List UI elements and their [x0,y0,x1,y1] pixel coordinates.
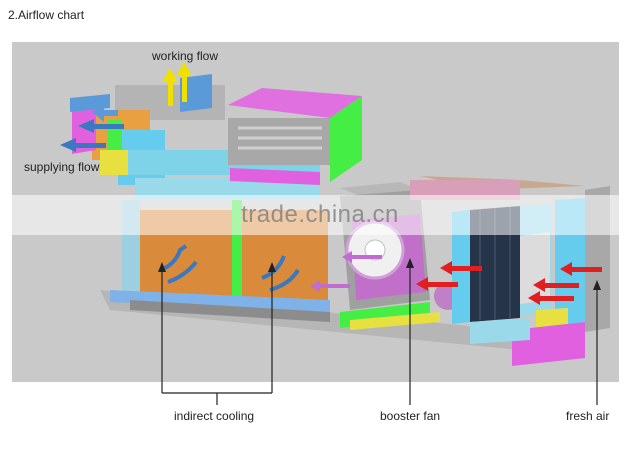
louver-panel [520,232,550,304]
module-base-strip [110,290,330,312]
fresh-air-arrow-6-head [342,251,352,263]
fresh-air-arrow-7-shaft [320,284,350,288]
fan-yellow-base [350,312,440,330]
watermark-band: trade.china.cn [0,195,640,235]
fresh-air-arrow-2-shaft [428,282,458,287]
supply-arrow-1-head [60,138,76,152]
fan-top [340,182,420,196]
upper-magenta-top [228,88,362,118]
fresh-air-arrow-1-shaft [452,266,482,271]
fresh-air-arrow-5-head [560,262,572,276]
fresh-air-arrow-7-head [310,280,320,292]
fresh-air-arrow-1-head [440,261,452,275]
booster-fan-leader-tip [406,258,414,268]
working-flow-arrow-2-head [176,62,192,76]
indirect-cooling-label: indirect cooling [174,409,255,423]
magenta-rail [230,168,320,185]
indirect-cooling-leader-tip-1 [158,262,166,272]
blue-outlet-panel [180,74,212,112]
working-flow-label: working flow [152,49,219,63]
working-flow-arrow-1-head [162,68,178,82]
fresh-air-arrow-6-shaft [352,255,382,259]
booster-fan-label: booster fan [380,409,441,423]
module-base-grey [130,300,330,322]
upper-green-side [330,96,362,182]
indirect-cooling-leader [161,268,273,405]
fresh-air-arrow-4-head [528,291,540,305]
page-title: 2.Airflow chart [8,8,85,22]
fresh-air-label: fresh air [566,409,610,423]
working-flow-arrow-1-shaft [168,80,173,106]
left-magenta-edge [72,104,96,154]
cyan-manifold-lower [135,178,320,200]
supply-arrow-1-shaft [74,143,106,148]
working-flow-arrow-2-shaft [182,74,187,102]
fresh-air-leader-tip [593,280,601,290]
upper-grey-front [228,118,330,165]
cooling-arrow-4 [269,268,300,292]
supply-arrow-2-shaft [92,124,124,129]
fresh-air-arrow-3-head [533,278,545,292]
right-base-cyan [470,318,530,344]
cooling-arrow-2 [167,260,198,284]
supply-arrow-2-head [78,119,94,133]
watermark-text: trade.china.cn [241,201,399,228]
fresh-air-arrow-4-shaft [540,296,574,301]
fresh-air-arrow-5-shaft [572,267,602,272]
indirect-cooling-leader-tip-2 [268,262,276,272]
supplying-flow-label: supplying flow [24,160,100,174]
supply-arrow-3 [92,104,118,122]
fresh-air-arrow-3-shaft [545,283,579,288]
right-magenta-base [512,322,585,366]
fresh-air-arrow-2-head [416,277,428,291]
cooling-arrow-3 [261,255,286,280]
